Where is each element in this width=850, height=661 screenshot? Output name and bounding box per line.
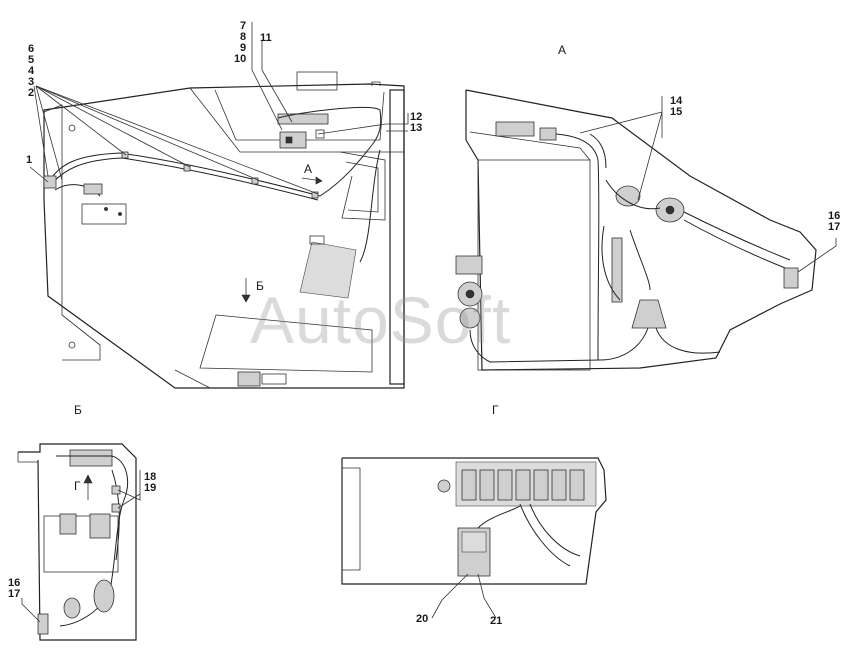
callout-19: 19	[144, 482, 157, 494]
view-g-panel	[341, 457, 607, 619]
callout-1: 1	[26, 154, 33, 166]
callout-15: 15	[670, 106, 683, 118]
callout-9: 9	[240, 42, 247, 54]
callout-7: 7	[240, 20, 247, 32]
callout-10: 10	[234, 53, 247, 65]
callout-17b: 17	[8, 588, 21, 600]
callout-8: 8	[240, 31, 247, 43]
callout-18: 18	[144, 471, 157, 483]
callout-16b: 16	[8, 577, 21, 589]
callout-21: 21	[490, 615, 503, 627]
callout-13: 13	[410, 122, 423, 134]
callout-17a: 17	[828, 221, 841, 233]
watermark: AutoSoft	[250, 283, 512, 357]
callout-20: 20	[416, 613, 429, 625]
view-a-panel	[455, 89, 837, 371]
callout-4: 4	[28, 65, 35, 77]
arrow-label-a: А	[304, 162, 313, 176]
main-view-panel	[29, 22, 409, 389]
callout-12: 12	[410, 111, 423, 123]
callout-5: 5	[28, 54, 35, 66]
view-b-panel	[17, 443, 141, 641]
callout-3: 3	[28, 76, 35, 88]
callout-11: 11	[260, 32, 272, 44]
arrow-label-g: Г	[74, 479, 81, 493]
view-label-a: А	[558, 43, 567, 57]
callout-14: 14	[670, 95, 683, 107]
callout-16a: 16	[828, 210, 841, 222]
view-label-g: Г	[492, 403, 499, 417]
callout-2: 2	[28, 87, 35, 99]
callout-6: 6	[28, 43, 35, 55]
arrow-label-b: Б	[256, 279, 264, 293]
view-label-b: Б	[74, 403, 82, 417]
